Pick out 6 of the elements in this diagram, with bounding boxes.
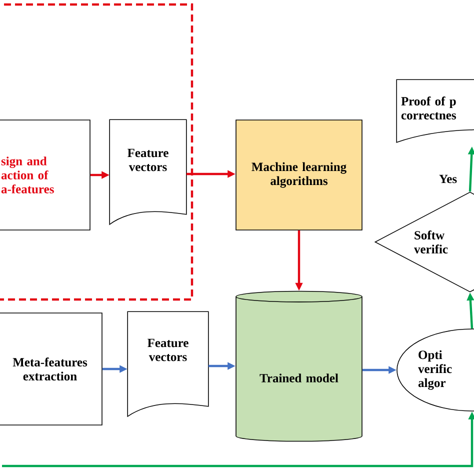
process-box: Meta-features extraction — [0, 312, 102, 426]
database-cylinder: Trained model — [236, 290, 362, 442]
dashed-group-box — [0, 3, 194, 301]
process-box: Machine learning algorithms — [236, 120, 362, 230]
edge-label: Yes — [439, 174, 457, 184]
process-box: sign and action of a-features — [0, 120, 90, 230]
